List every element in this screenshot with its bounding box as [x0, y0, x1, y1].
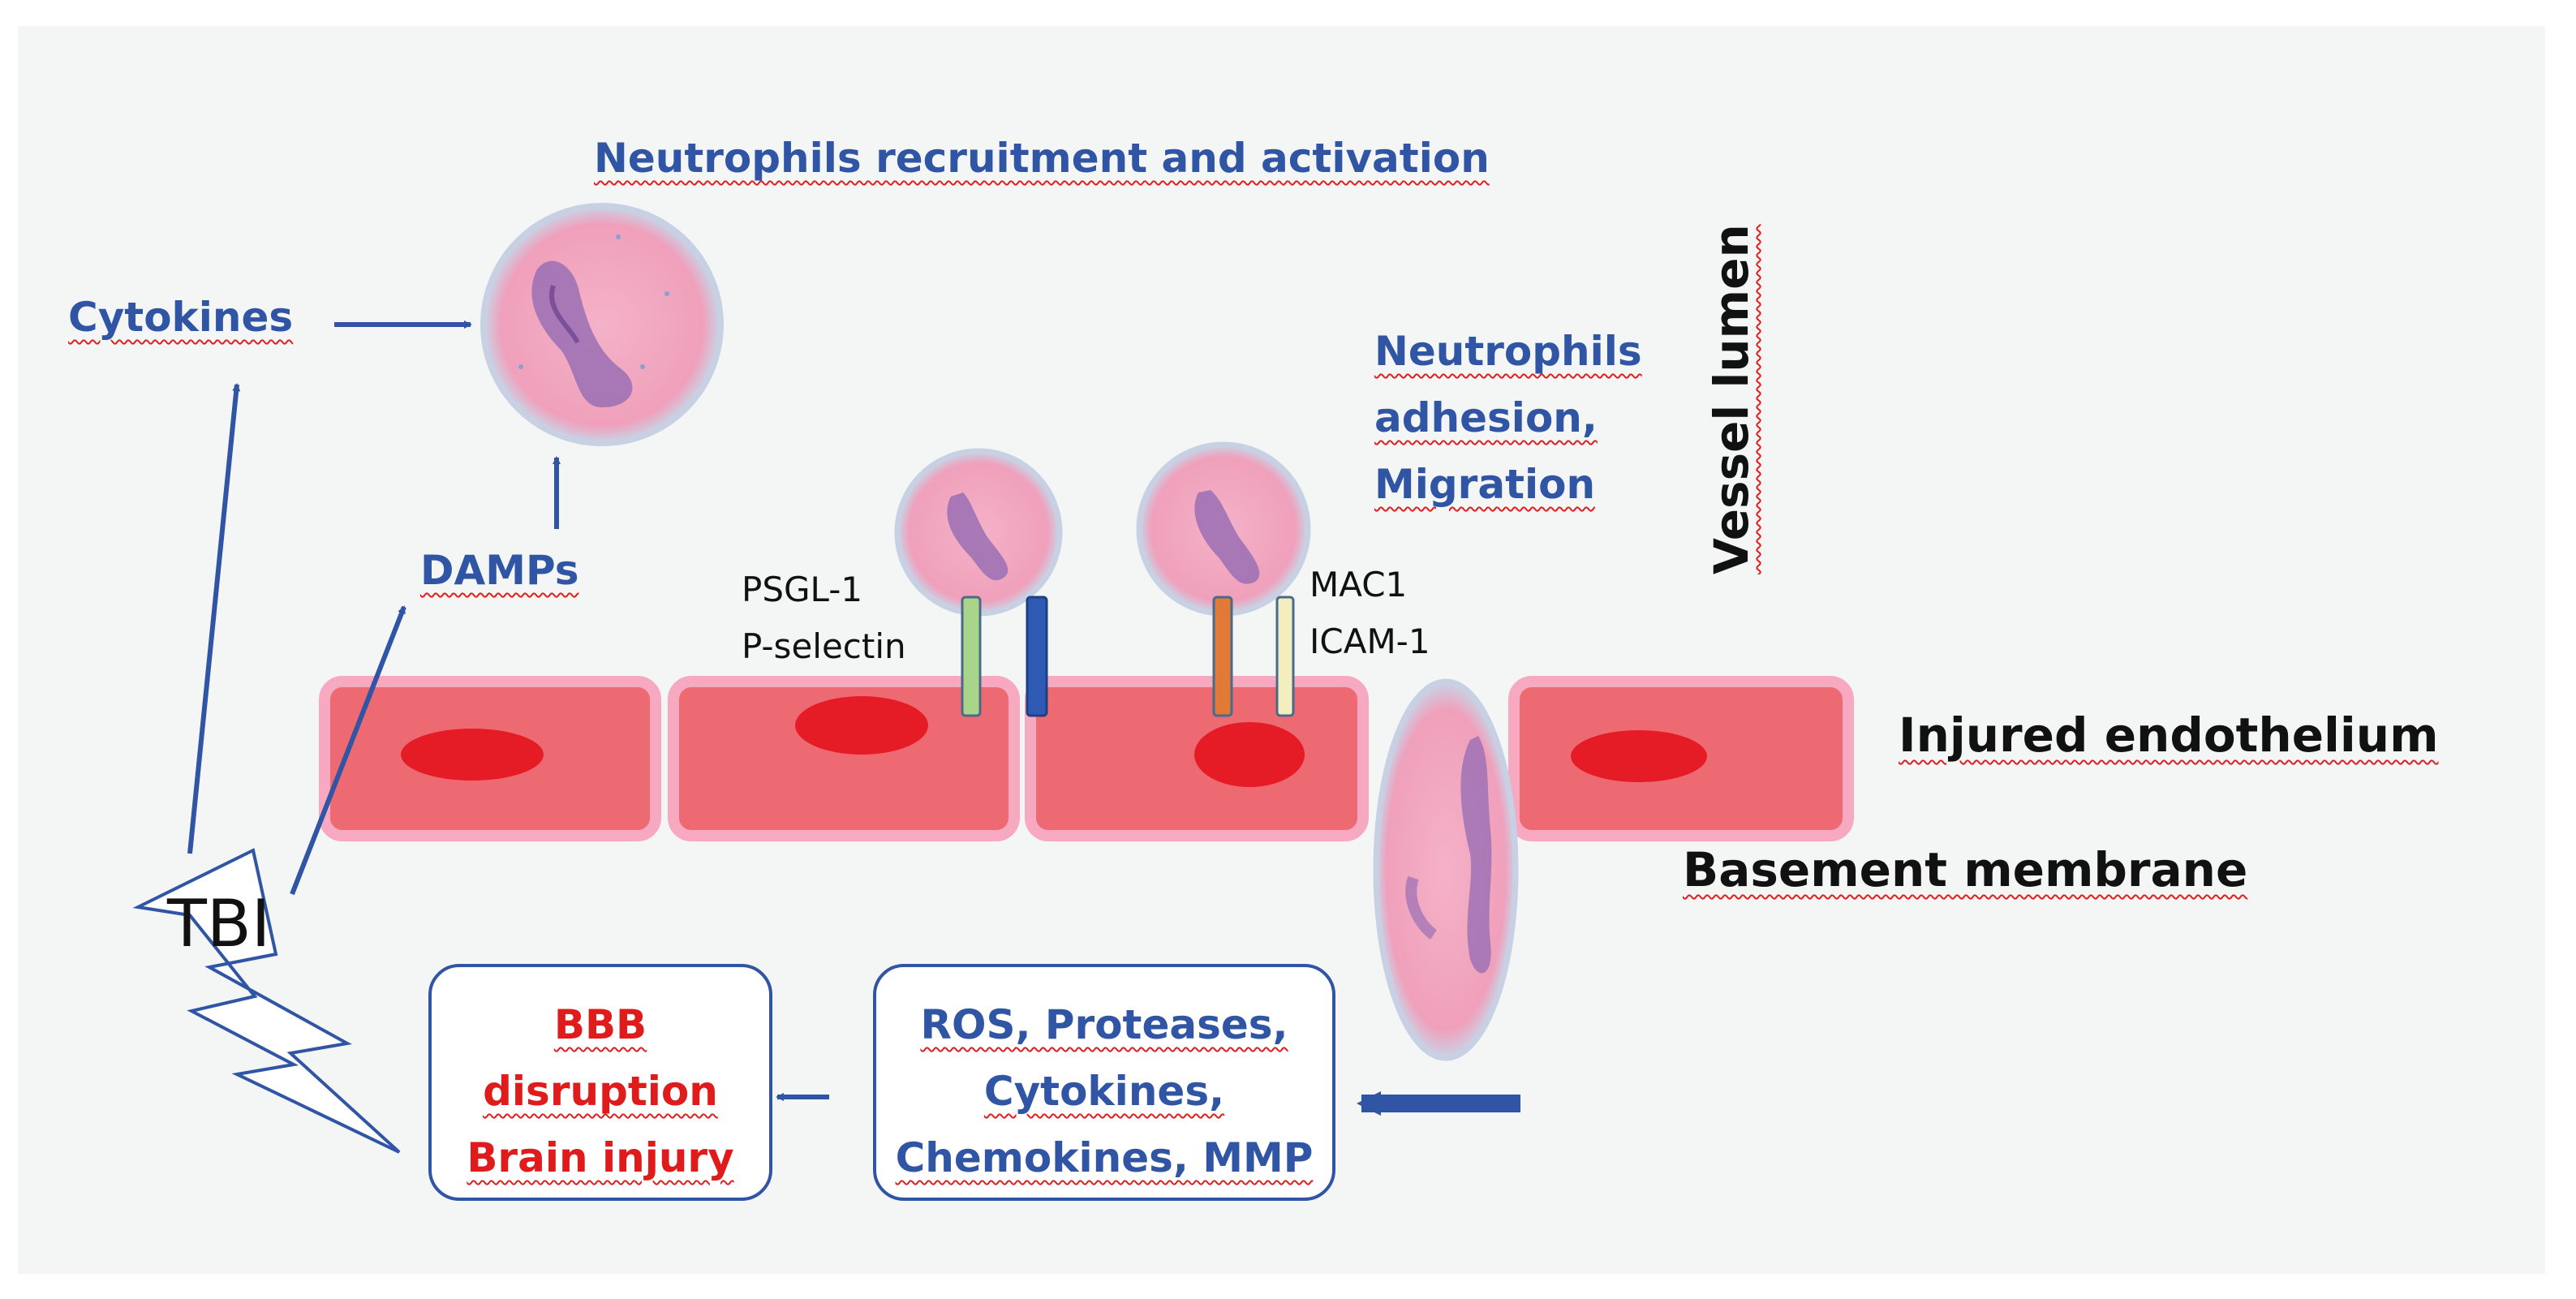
- mediators-line-2: Cytokines,: [983, 1068, 1225, 1115]
- mac1-label: MAC1: [1310, 565, 1408, 604]
- psgl1-bar: [961, 596, 982, 717]
- bbb-line-1: BBB: [553, 1001, 647, 1048]
- endothelial-nucleus-1: [401, 729, 544, 781]
- endothelial-cell-2: [668, 676, 1020, 841]
- neutrophil-adhering-2: [1136, 441, 1311, 617]
- mac1-bar: [1212, 596, 1233, 717]
- neutrophils-adhesion-line-1: Neutrophils: [1374, 328, 1642, 375]
- pselectin-bar: [1026, 596, 1048, 717]
- vessel-lumen-label: Vessel lumen: [1704, 224, 1759, 574]
- mediators-line-1: ROS, Proteases,: [920, 1001, 1288, 1048]
- diagram-graphics: [132, 203, 1854, 1201]
- bbb-disruption-box: [428, 964, 772, 1201]
- diagram-canvas: Neutrophils recruitment and activation C…: [18, 26, 2545, 1274]
- bbb-line-2: disruption: [483, 1068, 718, 1115]
- neutrophil-adhering-1: [894, 448, 1063, 617]
- neutrophils-recruitment-label: Neutrophils recruitment and activation: [594, 135, 1490, 182]
- icam1-label: ICAM-1: [1310, 622, 1430, 661]
- lightning-bolt-icon: [132, 848, 401, 1154]
- icam1-bar: [1275, 596, 1295, 717]
- endothelial-nucleus-4: [1571, 730, 1707, 782]
- endothelium: [319, 676, 1854, 841]
- endothelial-nucleus-2: [795, 696, 928, 755]
- damps-label: DAMPs: [420, 547, 579, 594]
- injured-endothelium-label: Injured endothelium: [1899, 708, 2439, 763]
- neutrophils-adhesion-line-2: adhesion,: [1374, 394, 1598, 441]
- pselectin-label: P-selectin: [742, 626, 906, 666]
- psgl1-label: PSGL-1: [742, 570, 863, 609]
- basement-membrane-label: Basement membrane: [1683, 842, 2248, 897]
- bbb-disruption-text: BBB disruption Brain injury: [430, 991, 771, 1191]
- tbi-label: TBI: [167, 886, 271, 961]
- mediators-text: ROS, Proteases, Cytokines, Chemokines, M…: [875, 991, 1334, 1191]
- neutrophils-adhesion-line-3: Migration: [1374, 461, 1596, 508]
- endothelial-nucleus-3: [1194, 722, 1305, 787]
- cytokines-label: Cytokines: [68, 294, 294, 341]
- neutrophil-main: [480, 203, 724, 446]
- neutrophil-migrating: [1373, 678, 1519, 1061]
- mediators-line-3: Chemokines, MMP: [895, 1134, 1314, 1181]
- bbb-line-3: Brain injury: [467, 1134, 734, 1181]
- arrow-tbi-to-damps: [290, 605, 406, 896]
- arrow-tbi-to-cytokines: [187, 383, 241, 854]
- mediators-box: [873, 964, 1335, 1201]
